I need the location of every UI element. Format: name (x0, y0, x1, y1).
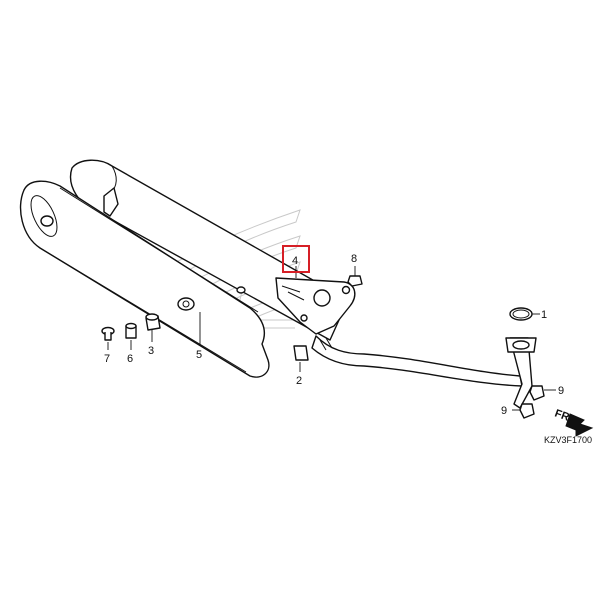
callout-1: 1 (541, 309, 547, 321)
direction-label: FR. (553, 408, 574, 425)
callout-2: 2 (296, 375, 302, 387)
muffler (19, 159, 349, 378)
callout-5: 5 (196, 349, 202, 361)
exhaust-pipe (311, 307, 545, 419)
callout-8: 8 (351, 253, 357, 265)
callout-9a: 9 (558, 385, 564, 397)
small-parts (101, 275, 363, 361)
arrow-icon (565, 413, 594, 437)
callout-3: 3 (148, 345, 154, 357)
callout-4: 4 (292, 255, 298, 267)
callout-7: 7 (104, 353, 110, 365)
callout-6: 6 (127, 353, 133, 365)
diagram-code: KZV3F1700 (544, 435, 592, 445)
front-direction-arrow: FR. (553, 408, 594, 437)
highlight-box (282, 245, 310, 273)
muffler-bracket (275, 277, 356, 335)
callout-9b: 9 (501, 405, 507, 417)
